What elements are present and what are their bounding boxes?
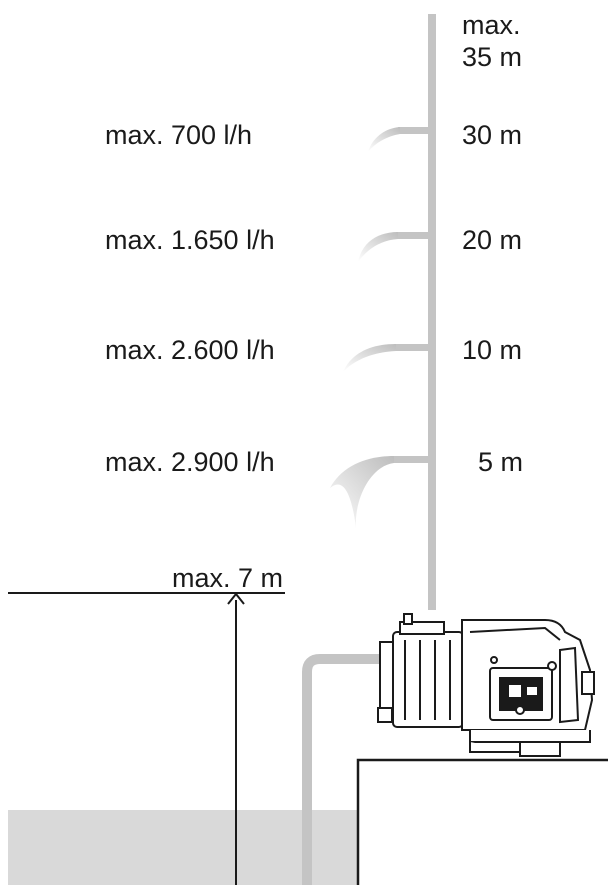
- discharge-pipe: [428, 14, 436, 610]
- pump-unit: [377, 613, 595, 757]
- flow-label-5m: max. 2.900 l/h: [105, 447, 275, 477]
- suction-hose: [302, 654, 380, 885]
- suction-depth-label: max. 7 m: [172, 563, 284, 593]
- height-label-5m: 5 m: [478, 447, 524, 477]
- spray-20m: [358, 232, 398, 262]
- height-label-20m: 20 m: [462, 225, 523, 255]
- spray-30m: [368, 127, 400, 152]
- spray-5m: [330, 456, 394, 528]
- branch-30m: [398, 127, 428, 134]
- flow-label-10m: max. 2.600 l/h: [105, 335, 275, 365]
- max-height-label: max.: [462, 10, 521, 40]
- spray-10m: [343, 344, 396, 372]
- water-body: [8, 810, 358, 885]
- branch-20m: [396, 232, 428, 239]
- height-label-10m: 10 m: [462, 335, 523, 365]
- branch-5m: [392, 456, 428, 463]
- flow-label-20m: max. 1.650 l/h: [105, 225, 275, 255]
- flow-label-30m: max. 700 l/h: [105, 120, 253, 150]
- branch-10m: [394, 344, 428, 351]
- max-height-value: 35 m: [462, 42, 523, 72]
- height-label-30m: 30 m: [462, 120, 523, 150]
- pedestal: [356, 758, 608, 885]
- suction-arrowhead: [227, 592, 245, 605]
